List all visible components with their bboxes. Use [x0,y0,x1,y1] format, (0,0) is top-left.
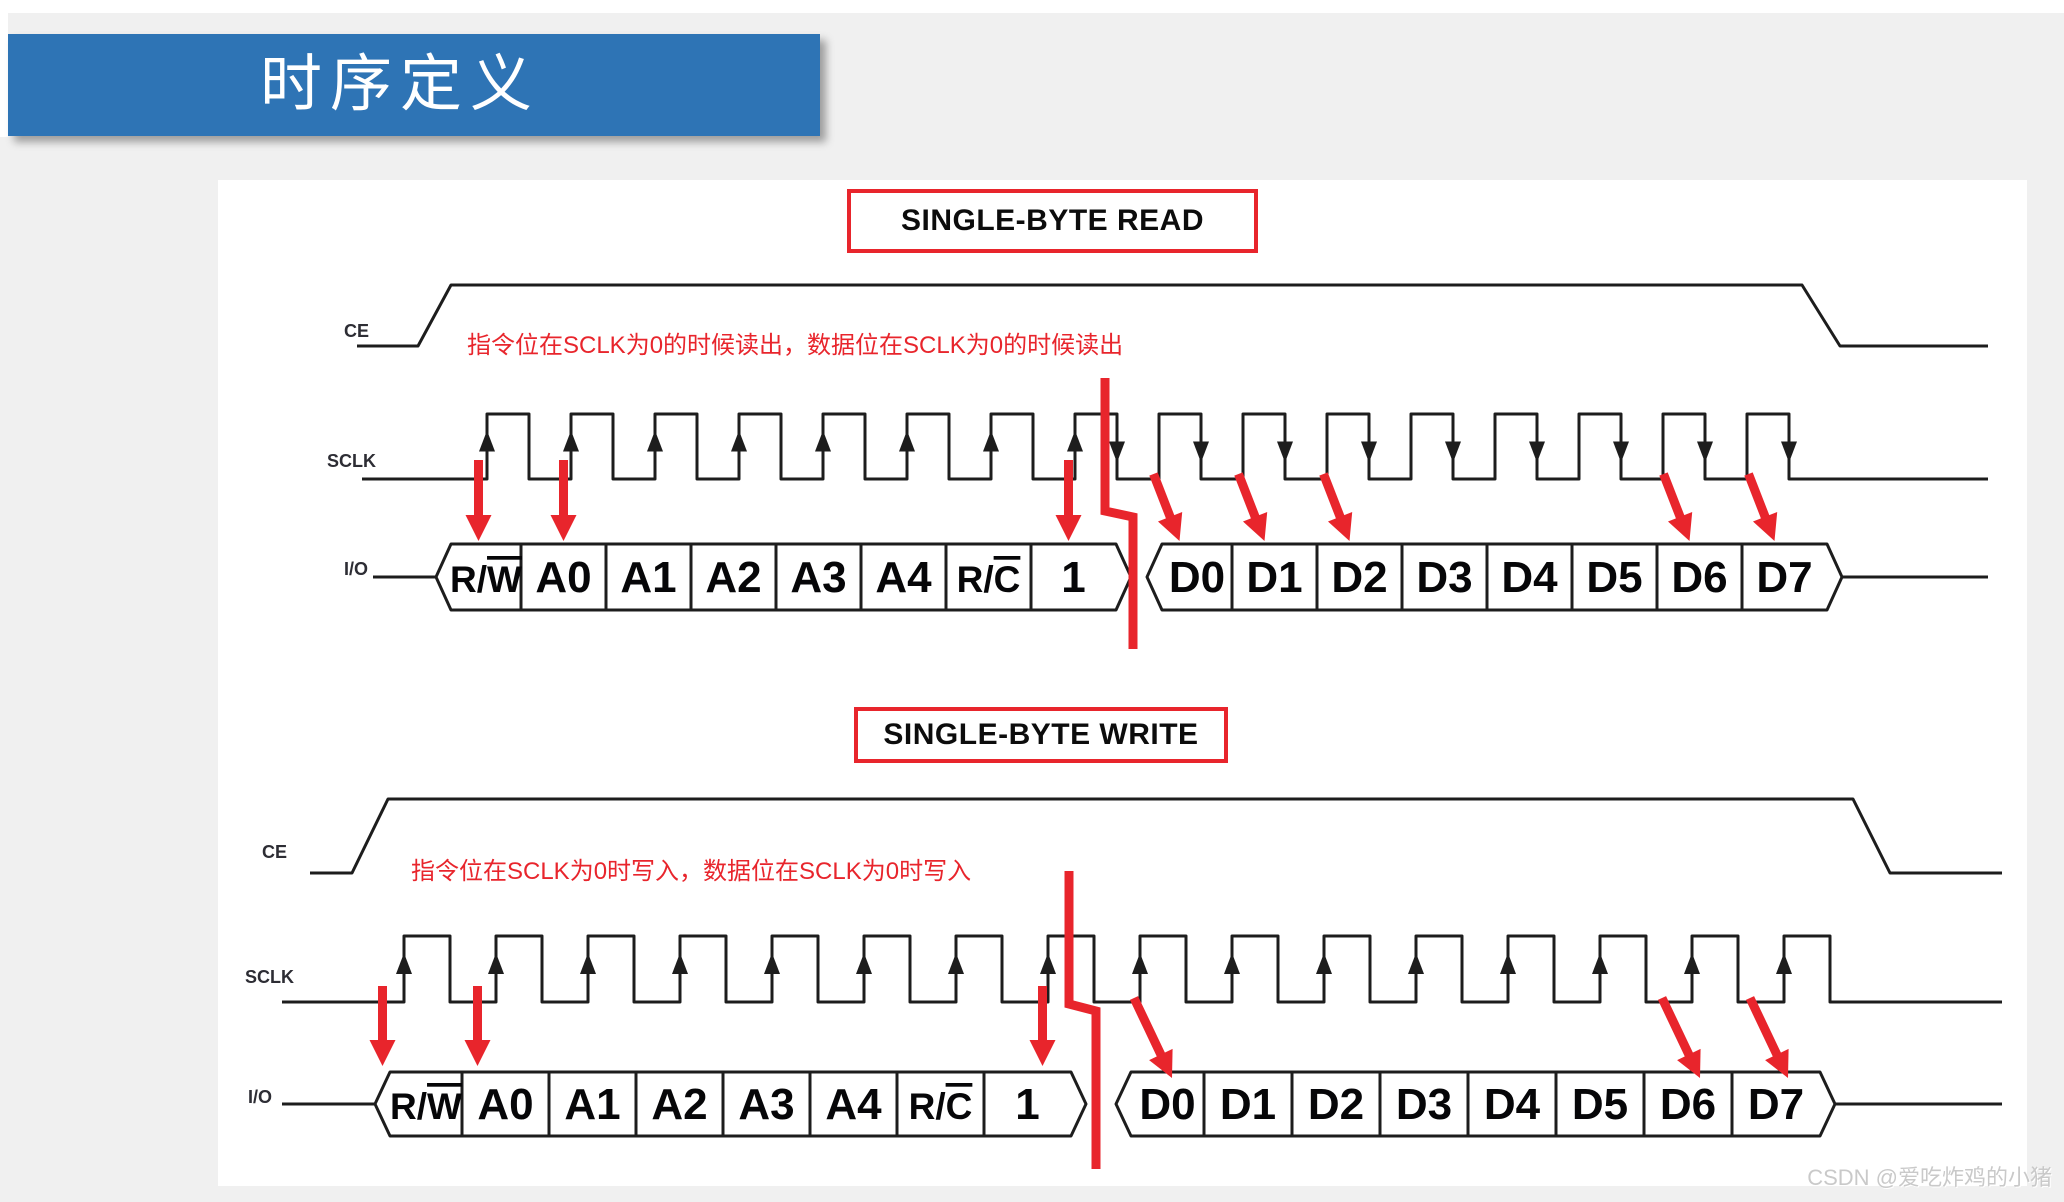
write-io-label: I/O [248,1087,273,1107]
page-title: 时序定义 [260,50,541,119]
left-margin-sliver [0,13,8,137]
write-ce-label: CE [262,842,288,862]
write-annotation: 指令位在SCLK为0时写入，数据位在SCLK为0时写入 [411,858,972,885]
read-sclk-label: SCLK [327,451,376,471]
top-strip [0,0,2064,13]
write-sclk-label: SCLK [245,967,294,987]
read-io-label: I/O [344,559,369,579]
read-annotation: 指令位在SCLK为0的时候读出，数据位在SCLK为0的时候读出 [467,332,1124,359]
watermark: CSDN @爱吃炸鸡的小猪 [1807,1165,2052,1190]
read-ce-label: CE [344,321,370,341]
diagram-title-single-byte-read: SINGLE-BYTE READ [847,189,1258,253]
diagram-title-single-byte-write: SINGLE-BYTE WRITE [854,707,1228,763]
title-banner: 时序定义 [8,34,820,136]
slide-panel [218,180,2027,1186]
